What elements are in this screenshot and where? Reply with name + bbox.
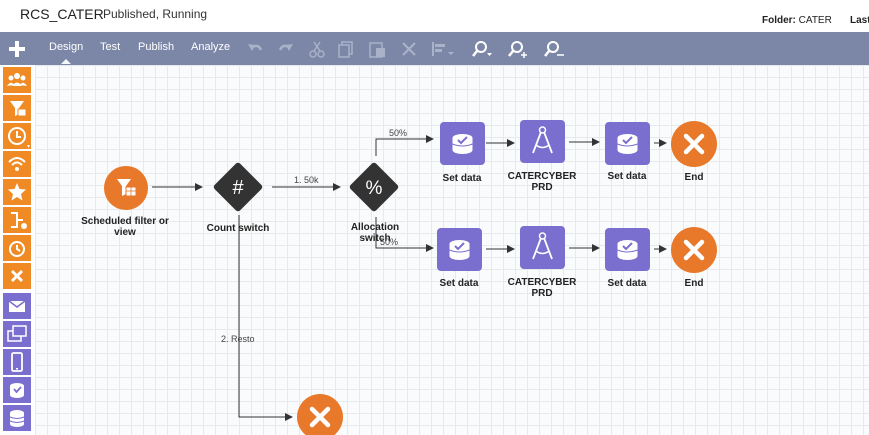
delete-icon[interactable] [400,40,418,58]
folder-label: Folder: [762,15,796,26]
display-icon[interactable] [3,321,31,347]
folder-info: Folder: CATER [762,15,832,26]
tab-test[interactable]: Test [100,41,121,53]
scheduled-filter-node[interactable] [104,166,148,210]
program-status: Published, Running [103,7,208,21]
count-switch-node[interactable]: # [208,157,268,217]
edge-label: 50% [389,128,408,138]
set-data-node[interactable] [437,228,482,271]
zoom-out-icon[interactable] [544,40,566,58]
activity-palette [0,65,33,435]
undo-icon[interactable] [246,40,264,58]
program-canvas[interactable]: Scheduled filter or view # Count switch … [35,65,869,435]
cycle-icon[interactable] [3,123,31,149]
star-icon[interactable] [3,179,31,205]
filter-icon[interactable] [3,95,31,121]
last-modified-label: Last [850,15,869,26]
align-icon[interactable] [430,40,456,58]
program-name: RCS_CATER [20,6,104,22]
set-data-node[interactable] [440,122,485,165]
set-data-icon[interactable] [3,377,31,403]
node-label: Set data [442,173,482,184]
edge-label: 50% [380,237,399,247]
node-label: Set data [607,278,647,289]
end-node[interactable] [671,121,717,167]
catercyber-node[interactable] [520,120,565,163]
svg-text:%: % [366,178,383,199]
toolbar: Design Test Publish Analyze [0,32,869,65]
signal-icon[interactable] [3,151,31,177]
end-node[interactable] [671,227,717,273]
svg-text:#: # [232,177,244,199]
node-label: CATERCYBER PRD [507,171,577,193]
tab-publish[interactable]: Publish [138,41,175,53]
set-data-node[interactable] [605,228,650,271]
set-data-node[interactable] [605,122,650,165]
app-header: RCS_CATER Published, Running Folder: CAT… [0,0,869,32]
cut-icon[interactable] [308,40,326,58]
allocation-switch-node[interactable]: % [344,157,404,217]
node-label: End [684,172,704,183]
add-icon[interactable] [6,38,28,60]
end-node[interactable] [297,394,343,435]
tab-analyze[interactable]: Analyze [191,41,231,53]
end-icon[interactable] [3,263,31,289]
segment-icon[interactable] [3,67,31,93]
copy-icon[interactable] [337,40,355,58]
timer-icon[interactable] [3,235,31,261]
node-label: Set data [607,171,647,182]
paste-icon[interactable] [368,40,386,58]
tab-design[interactable]: Design [49,41,84,64]
folder-value[interactable]: CATER [798,15,832,26]
redo-icon[interactable] [277,40,295,58]
node-label: End [684,278,704,289]
node-label: Scheduled filter or view [81,216,169,238]
catercyber-node[interactable] [520,226,565,269]
node-label: Count switch [206,223,270,234]
mobile-icon[interactable] [3,349,31,375]
database-icon[interactable] [3,405,31,431]
email-icon[interactable] [3,293,31,319]
zoom-in-icon[interactable] [508,40,530,58]
node-label: Allocation switch [350,222,400,244]
edge-label: 1. 50k [294,175,319,185]
zoom-icon[interactable] [472,40,494,58]
node-label: CATERCYBER PRD [507,277,577,299]
node-label: Set data [439,278,479,289]
flow-connectors [152,135,667,421]
edge-label: 2. Resto [221,334,255,344]
split-icon[interactable] [3,207,31,233]
